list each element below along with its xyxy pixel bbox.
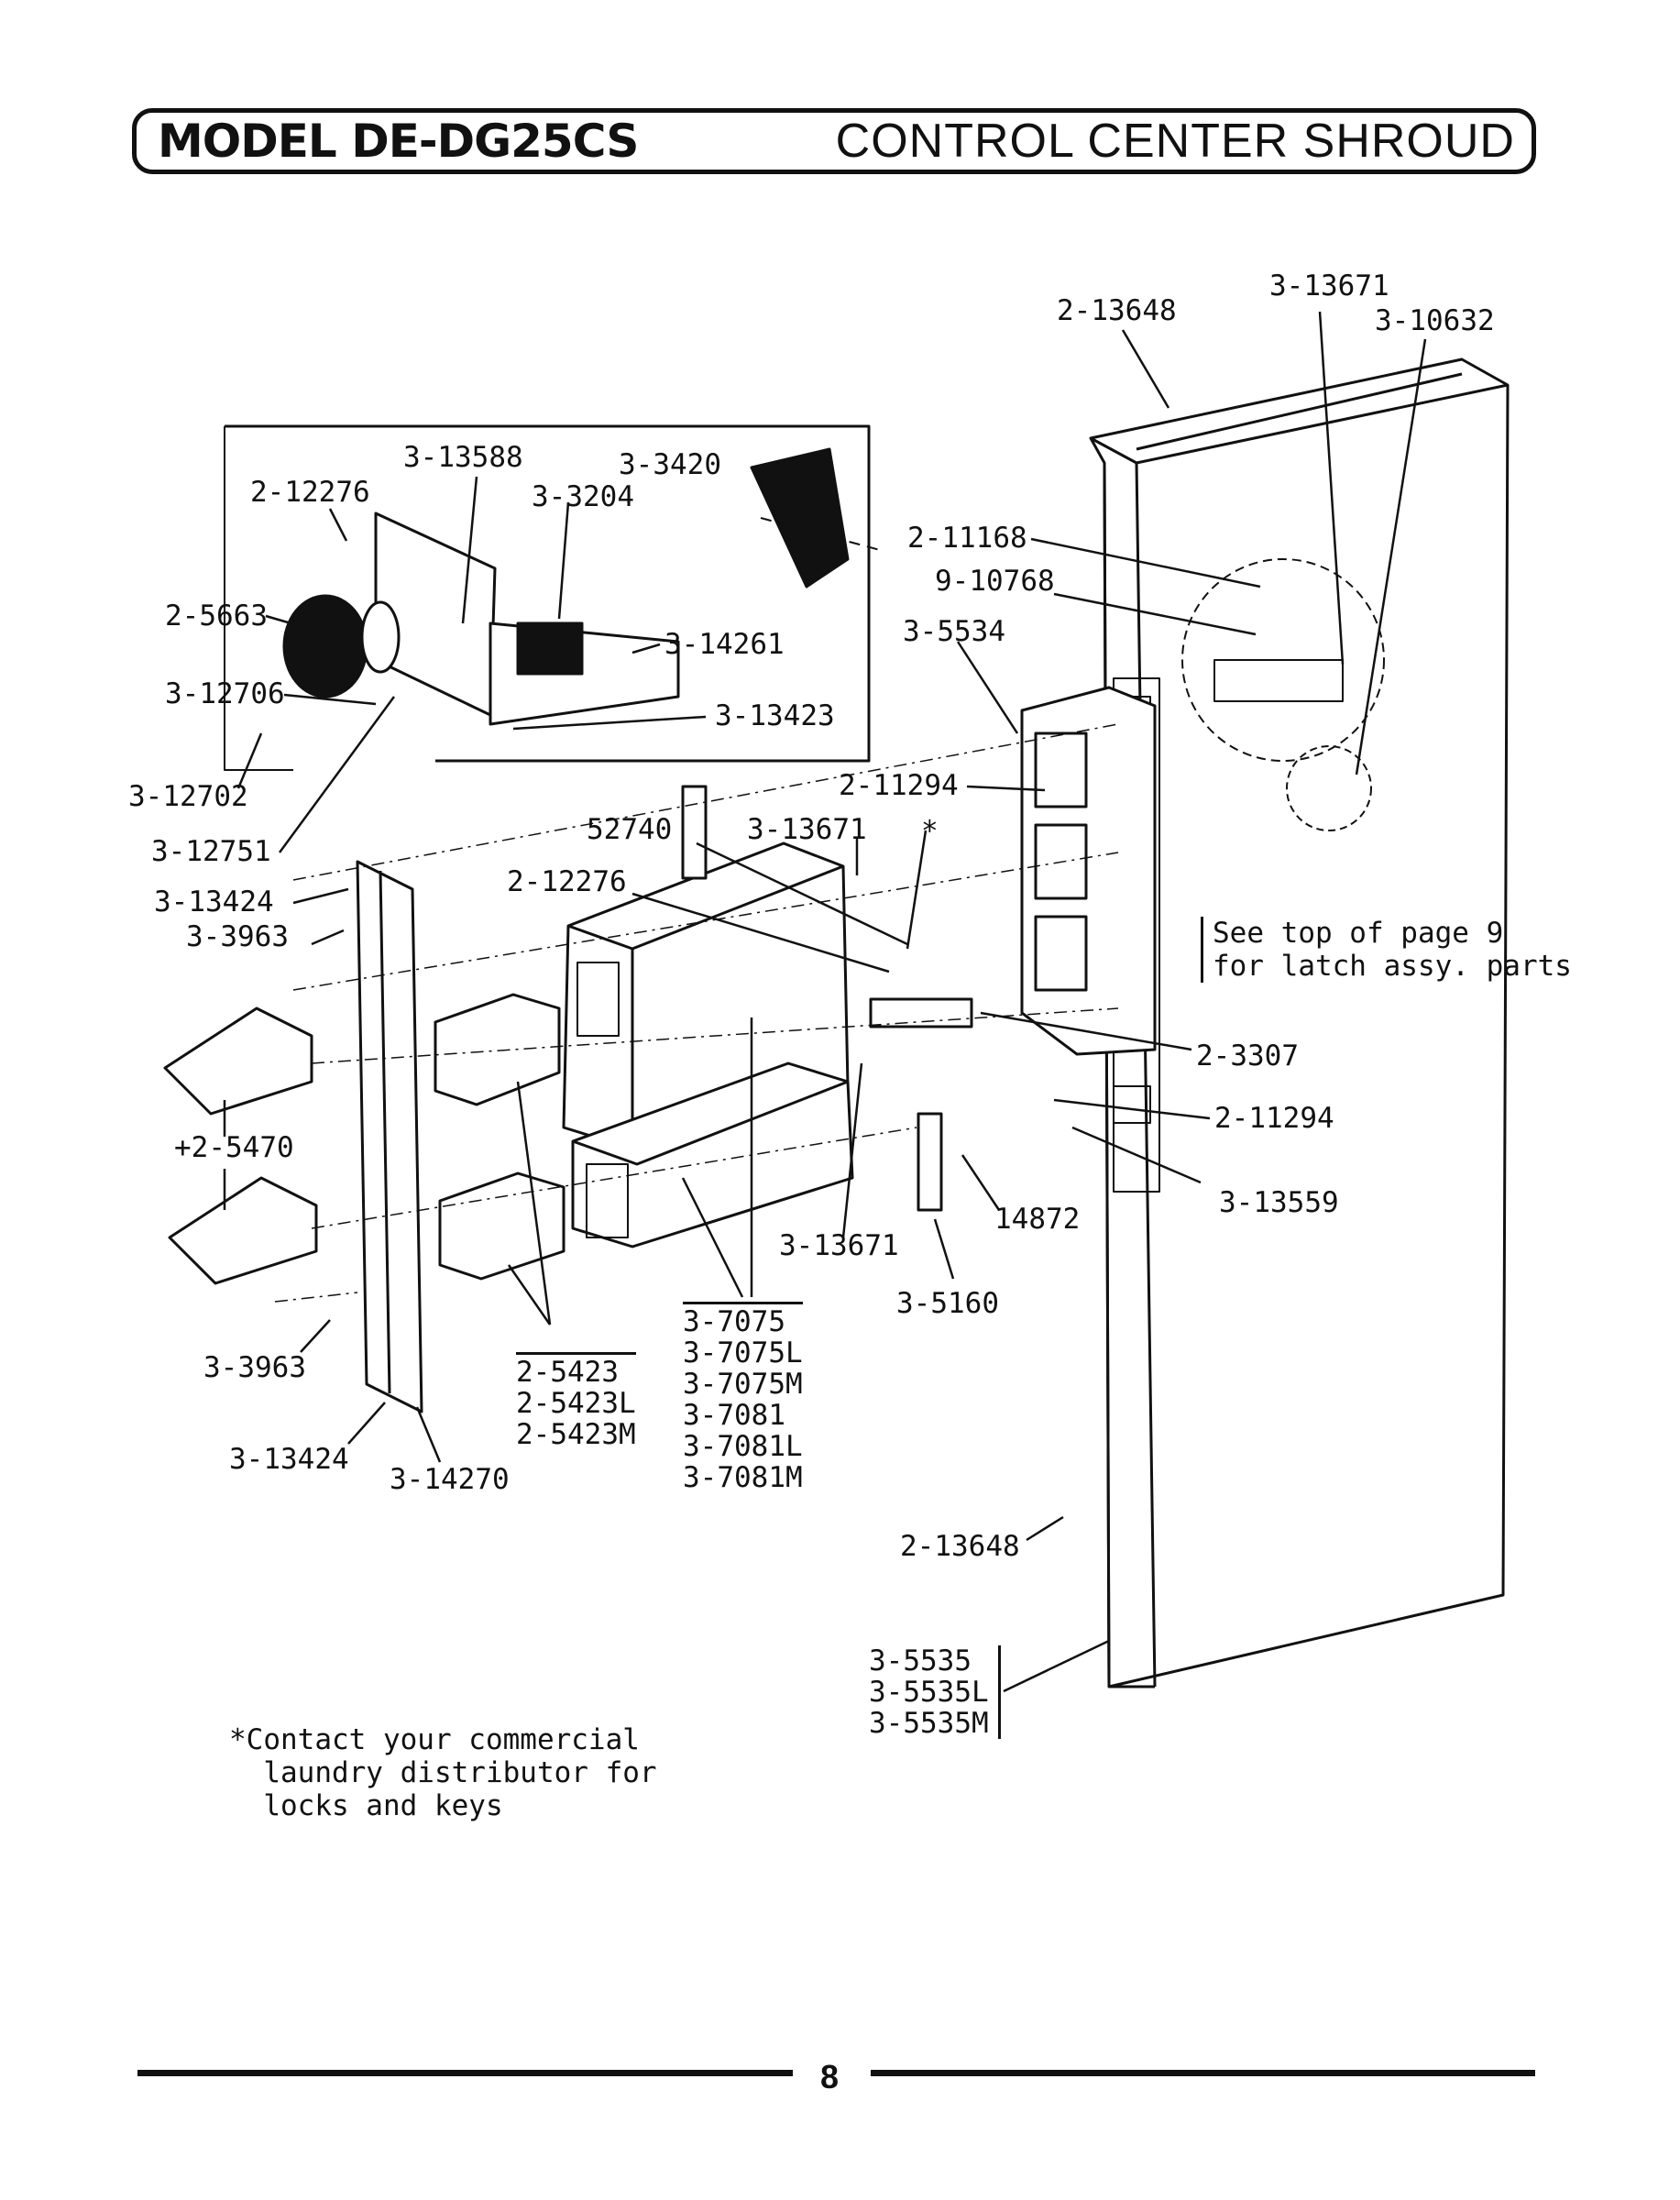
lock-key-footnote: *Contact your commercial laundry distrib… bbox=[229, 1723, 657, 1822]
latch-channel bbox=[1020, 686, 1157, 1056]
label-3-13671-low: 3-13671 bbox=[779, 1229, 899, 1262]
label-3-13424-top: 3-13424 bbox=[154, 886, 274, 918]
label-2-13648-bot: 2-13648 bbox=[900, 1530, 1020, 1563]
header-frame bbox=[132, 108, 1536, 174]
coin-box-lower bbox=[438, 1172, 565, 1281]
label-3-12706: 3-12706 bbox=[165, 677, 285, 710]
bracket-3-5160 bbox=[917, 1112, 943, 1212]
label-star: * bbox=[921, 815, 939, 848]
latch-note: See top of page 9 for latch assy. parts bbox=[1201, 917, 1572, 983]
control-center-shroud bbox=[1089, 358, 1510, 1688]
slide-upper bbox=[163, 1006, 313, 1116]
label-3-3963-top: 3-3963 bbox=[186, 920, 289, 953]
label-3-13559: 3-13559 bbox=[1219, 1186, 1339, 1219]
model-title: MODEL DE-DG25CS bbox=[158, 115, 639, 168]
latch-bar bbox=[869, 997, 973, 1028]
footer-rule-right bbox=[871, 2070, 1535, 2076]
label-3-13423: 3-13423 bbox=[715, 699, 835, 732]
slide-lower bbox=[168, 1176, 318, 1285]
section-title: CONTROL CENTER SHROUD bbox=[835, 115, 1515, 168]
label-2-12276-top: 2-12276 bbox=[250, 476, 370, 509]
label-3-14261: 3-14261 bbox=[664, 628, 785, 661]
label-2-3307: 2-3307 bbox=[1196, 1040, 1299, 1072]
housing-part-group: 3-7075 3-7075L 3-7075M 3-7081 3-7081L 3-… bbox=[683, 1302, 803, 1493]
label-3-12751: 3-12751 bbox=[151, 835, 271, 868]
label-3-3204: 3-3204 bbox=[532, 480, 634, 513]
label-3-5534: 3-5534 bbox=[903, 615, 1005, 648]
label-3-10632: 3-10632 bbox=[1375, 304, 1495, 337]
coin-housing-lower bbox=[571, 1062, 854, 1248]
bracket-52740 bbox=[681, 785, 708, 880]
label-2-5663: 2-5663 bbox=[165, 600, 268, 632]
footer-rule-left bbox=[137, 2070, 793, 2076]
label-3-13588: 3-13588 bbox=[403, 441, 523, 474]
label-2-12276-mid: 2-12276 bbox=[507, 865, 627, 898]
label-9-10768: 9-10768 bbox=[935, 565, 1055, 598]
page-number: 8 bbox=[820, 2058, 840, 2096]
leader-lines bbox=[223, 311, 1427, 1693]
construction-lines bbox=[274, 723, 1119, 1303]
label-3-13671-top: 3-13671 bbox=[1269, 270, 1389, 302]
relay bbox=[516, 622, 584, 676]
label-2-13648-top: 2-13648 bbox=[1057, 294, 1177, 327]
coin-box-upper bbox=[434, 993, 561, 1106]
label-3-13671-mid: 3-13671 bbox=[747, 813, 867, 846]
shroud-part-group: 3-5535 3-5535L 3-5535M bbox=[869, 1645, 1001, 1739]
label-3-13424-bot: 3-13424 bbox=[229, 1443, 349, 1476]
label-3-3963-bot: 3-3963 bbox=[203, 1351, 306, 1384]
label-3-12702: 3-12702 bbox=[128, 780, 248, 813]
label-2-11294-bot: 2-11294 bbox=[1214, 1102, 1334, 1135]
hinge-bar bbox=[356, 860, 423, 1414]
label-2-11294-top: 2-11294 bbox=[839, 769, 959, 802]
box-part-group: 2-5423 2-5423L 2-5423M bbox=[516, 1352, 636, 1450]
control-panel-frame bbox=[224, 424, 871, 771]
label-3-14270: 3-14270 bbox=[390, 1463, 510, 1496]
detail-magnifier-small bbox=[1286, 745, 1372, 831]
label-3-5160: 3-5160 bbox=[896, 1287, 999, 1320]
label-2-5470: +2-5470 bbox=[174, 1131, 294, 1164]
label-3-3420: 3-3420 bbox=[619, 448, 721, 481]
control-knob bbox=[282, 594, 401, 698]
label-52740: 52740 bbox=[587, 813, 673, 846]
label-14872: 14872 bbox=[994, 1203, 1081, 1236]
label-2-11168: 2-11168 bbox=[907, 522, 1027, 555]
detail-magnifier bbox=[1181, 558, 1385, 762]
